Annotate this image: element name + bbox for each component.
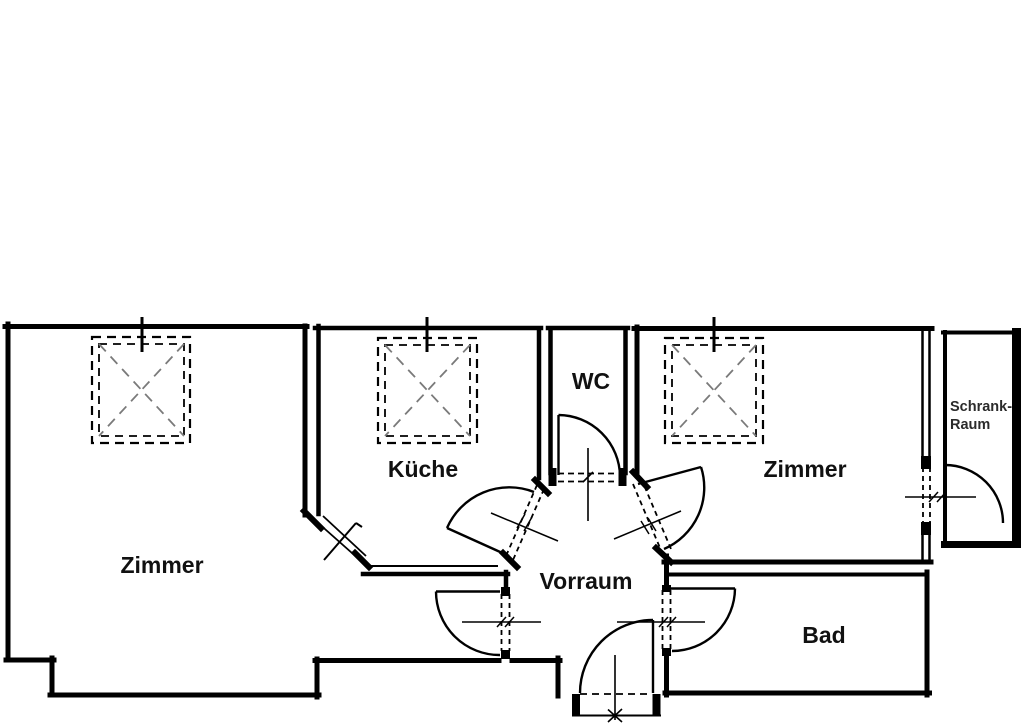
bad-door-opening-dashed <box>661 590 672 650</box>
zimmer-left-walls <box>2 321 563 700</box>
zimmer-right-door-opening-dashed <box>632 477 672 556</box>
kueche-door-arc <box>445 486 535 529</box>
schrank-door-arc <box>944 463 1005 524</box>
room-label-kueche: Küche <box>388 456 458 482</box>
room-zimmer-left: Zimmer <box>2 317 563 700</box>
room-label-schrankraum-line2: Raum <box>950 417 990 433</box>
room-label-bad: Bad <box>802 622 845 648</box>
room-label-zimmer-right: Zimmer <box>763 456 846 482</box>
kueche-door-opening-dashed <box>505 484 545 561</box>
skylight-zimmer-left <box>90 317 192 445</box>
bad-door <box>617 553 737 698</box>
skylight-diagonals <box>671 344 757 437</box>
zimmer-left-door <box>434 587 541 659</box>
bad-door-annotation <box>617 616 705 628</box>
room-label-zimmer-left: Zimmer <box>120 552 203 578</box>
entrance-stubs <box>572 694 661 716</box>
zimmer-left-door-annotation <box>462 616 541 628</box>
kueche-door <box>445 475 559 572</box>
skylight-outer-frame <box>90 335 192 445</box>
schrank-door-annotation <box>905 491 976 503</box>
room-schrankraum: Schrank- Raum <box>941 328 1021 548</box>
zimmer-right-door-leaf <box>637 465 702 486</box>
corner-window-stubs <box>299 506 374 572</box>
skylight-outer-frame <box>663 336 765 445</box>
room-label-wc: WC <box>572 368 610 394</box>
corner-window-cross-tick <box>323 522 363 561</box>
skylight-kueche <box>376 317 479 445</box>
zimmer-right-door-annotation <box>613 510 682 540</box>
room-zimmer-right: Zimmer <box>631 317 976 565</box>
skylight-zimmer-right <box>663 317 765 445</box>
kueche-walls <box>312 323 544 517</box>
skylight-outer-frame <box>376 336 479 445</box>
kueche-door-leaf <box>446 526 510 558</box>
schrank-door-opening-dashed <box>922 467 931 524</box>
room-wc: WC <box>545 325 631 521</box>
zimmer-right-door <box>613 465 706 567</box>
wc-door <box>557 413 622 477</box>
skylight-diagonals <box>384 344 471 437</box>
room-label-schrankraum-line1: Schrank- <box>950 399 1012 415</box>
zimmer-right-east-wall <box>921 329 931 562</box>
entrance-annotation <box>607 655 623 723</box>
wc-door-arc <box>558 413 622 477</box>
zimmer-left-door-arc <box>434 591 501 657</box>
zimmer-right-walls <box>631 324 935 565</box>
bad-door-arc <box>671 588 737 653</box>
skylight-diagonals <box>98 343 185 437</box>
room-vorraum: Vorraum <box>434 465 737 723</box>
kueche-south-wall <box>360 569 511 596</box>
entrance-door-arc <box>578 618 654 694</box>
bad-walls <box>662 569 932 698</box>
wc-door-annotation <box>582 448 594 521</box>
zimmer-right-door-arc <box>663 466 706 551</box>
room-bad: Bad <box>662 569 932 698</box>
schrankraum-walls-thin <box>941 330 1019 544</box>
wc-threshold-stubs <box>548 468 627 486</box>
kueche-door-annotation <box>490 512 559 542</box>
room-label-vorraum: Vorraum <box>540 568 633 594</box>
entrance-door <box>572 618 661 723</box>
wc-walls <box>545 325 631 476</box>
